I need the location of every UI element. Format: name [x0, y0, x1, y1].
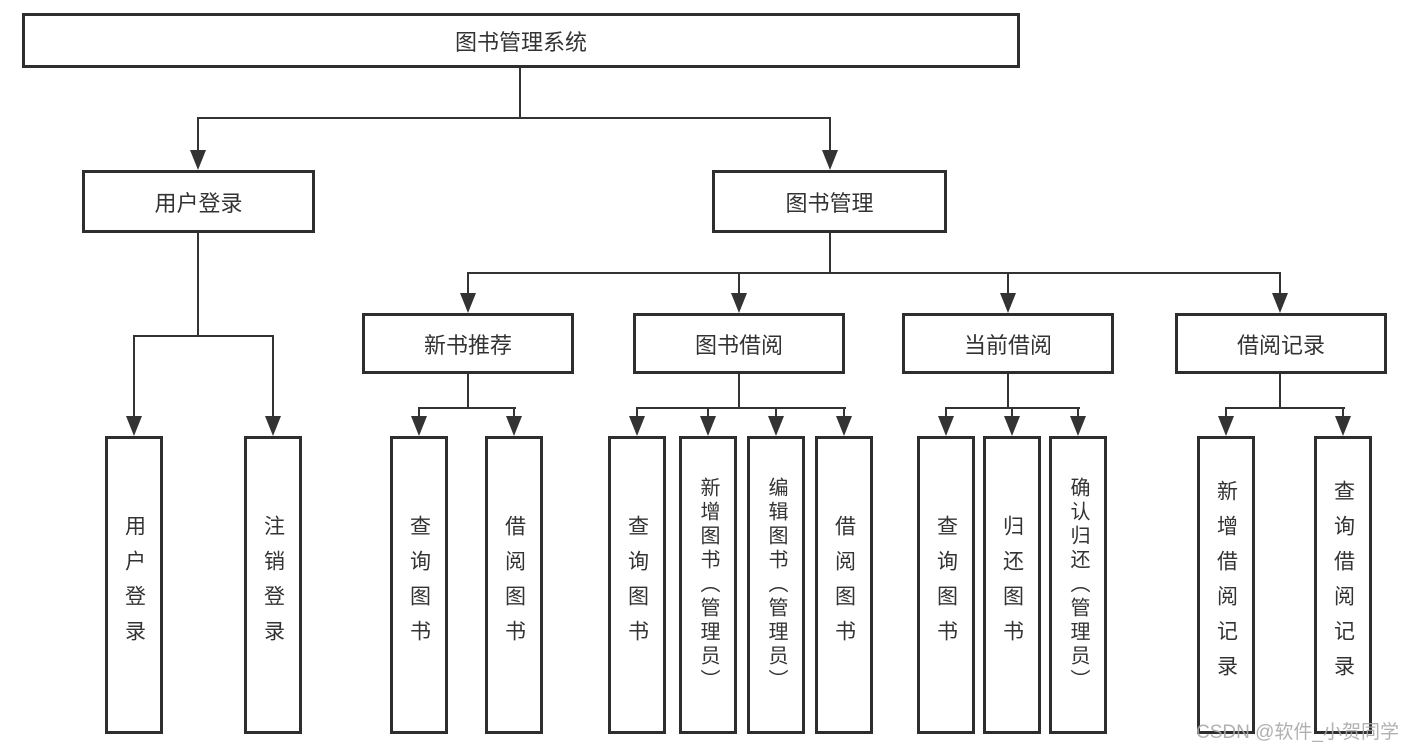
csdn-watermark: CSDN @软件_小贺同学: [1196, 722, 1399, 743]
node-user-login-label: 用户登录: [154, 190, 243, 216]
node-root-label: 图书管理系统: [454, 29, 587, 55]
arrowhead-down-icon: [1000, 293, 1016, 313]
leaf-return-book: 归还图书: [983, 436, 1041, 734]
connector-line: [707, 407, 709, 417]
leaf-label: 借阅图书: [502, 515, 526, 655]
arrowhead-down-icon: [265, 416, 281, 436]
connector-line: [133, 335, 135, 417]
connector-line: [1342, 407, 1344, 417]
leaf-confirm-return-admin: 确认归还（管理员）: [1049, 436, 1107, 734]
leaf-user-login: 用户登录: [105, 436, 163, 734]
connector-line: [636, 407, 638, 417]
leaf-query-book-2: 查询图书: [608, 436, 666, 734]
connector-line: [467, 374, 469, 407]
leaf-logout: 注销登录: [244, 436, 302, 734]
leaf-label: 借阅图书: [832, 515, 856, 655]
leaf-label: 查询借阅记录: [1331, 480, 1355, 690]
connector-line: [1007, 374, 1009, 407]
connector-line: [197, 117, 831, 119]
connector-line: [775, 407, 777, 417]
leaf-label: 归还图书: [1000, 515, 1024, 655]
arrowhead-down-icon: [1218, 416, 1234, 436]
leaf-label: 编辑图书（管理员）: [765, 477, 787, 693]
arrowhead-down-icon: [1272, 293, 1288, 313]
connector-line: [133, 335, 274, 337]
connector-line: [418, 407, 420, 417]
node-borrow-records: 借阅记录: [1175, 313, 1387, 374]
connector-line: [1011, 407, 1013, 417]
node-user-login: 用户登录: [82, 170, 315, 233]
arrowhead-down-icon: [731, 293, 747, 313]
connector-line: [1007, 272, 1009, 294]
arrowhead-down-icon: [506, 416, 522, 436]
arrowhead-down-icon: [1335, 416, 1351, 436]
arrowhead-down-icon: [768, 416, 784, 436]
connector-line: [829, 117, 831, 151]
node-book-mgmt-label: 图书管理: [785, 190, 874, 216]
leaf-label: 查询图书: [407, 515, 431, 655]
node-new-book-rec-label: 新书推荐: [423, 332, 512, 358]
node-book-borrow: 图书借阅: [633, 313, 845, 374]
node-borrow-records-label: 借阅记录: [1236, 332, 1325, 358]
connector-line: [513, 407, 515, 417]
node-current-borrow-label: 当前借阅: [963, 332, 1052, 358]
arrowhead-down-icon: [822, 150, 838, 170]
arrowhead-down-icon: [411, 416, 427, 436]
connector-line: [1279, 374, 1281, 407]
leaf-query-borrow-record: 查询借阅记录: [1314, 436, 1372, 734]
connector-line: [272, 335, 274, 417]
connector-line: [738, 272, 740, 294]
connector-line: [197, 117, 199, 151]
leaf-borrow-book-1: 借阅图书: [485, 436, 543, 734]
connector-line: [1225, 407, 1227, 417]
arrowhead-down-icon: [126, 416, 142, 436]
connector-line: [843, 407, 845, 417]
arrowhead-down-icon: [1070, 416, 1086, 436]
leaf-label: 查询图书: [625, 515, 649, 655]
node-new-book-rec: 新书推荐: [362, 313, 574, 374]
leaf-label: 用户登录: [122, 515, 146, 655]
arrowhead-down-icon: [938, 416, 954, 436]
leaf-label: 新增图书（管理员）: [697, 477, 719, 693]
leaf-label: 确认归还（管理员）: [1067, 477, 1089, 693]
node-book-mgmt: 图书管理: [712, 170, 947, 233]
leaf-label: 新增借阅记录: [1214, 480, 1238, 690]
arrowhead-down-icon: [700, 416, 716, 436]
leaf-add-book-admin: 新增图书（管理员）: [679, 436, 737, 734]
connector-line: [1077, 407, 1079, 417]
connector-line: [945, 407, 947, 417]
leaf-add-borrow-record: 新增借阅记录: [1197, 436, 1255, 734]
arrowhead-down-icon: [836, 416, 852, 436]
arrowhead-down-icon: [629, 416, 645, 436]
connector-line: [197, 233, 199, 335]
leaf-query-book-1: 查询图书: [390, 436, 448, 734]
leaf-borrow-book-2: 借阅图书: [815, 436, 873, 734]
connector-line: [1225, 407, 1345, 409]
connector-line: [1279, 272, 1281, 294]
leaf-edit-book-admin: 编辑图书（管理员）: [747, 436, 805, 734]
leaf-label: 注销登录: [261, 515, 285, 655]
connector-line: [418, 407, 516, 409]
node-root: 图书管理系统: [22, 13, 1020, 68]
connector-line: [829, 233, 831, 272]
connector-line: [467, 272, 469, 294]
connector-line: [519, 68, 521, 117]
connector-line: [467, 272, 1281, 274]
leaf-label: 查询图书: [934, 515, 958, 655]
arrowhead-down-icon: [460, 293, 476, 313]
node-current-borrow: 当前借阅: [902, 313, 1114, 374]
node-book-borrow-label: 图书借阅: [694, 332, 783, 358]
connector-line: [738, 374, 740, 407]
arrowhead-down-icon: [190, 150, 206, 170]
connector-line: [636, 407, 846, 409]
arrowhead-down-icon: [1004, 416, 1020, 436]
leaf-query-book-3: 查询图书: [917, 436, 975, 734]
